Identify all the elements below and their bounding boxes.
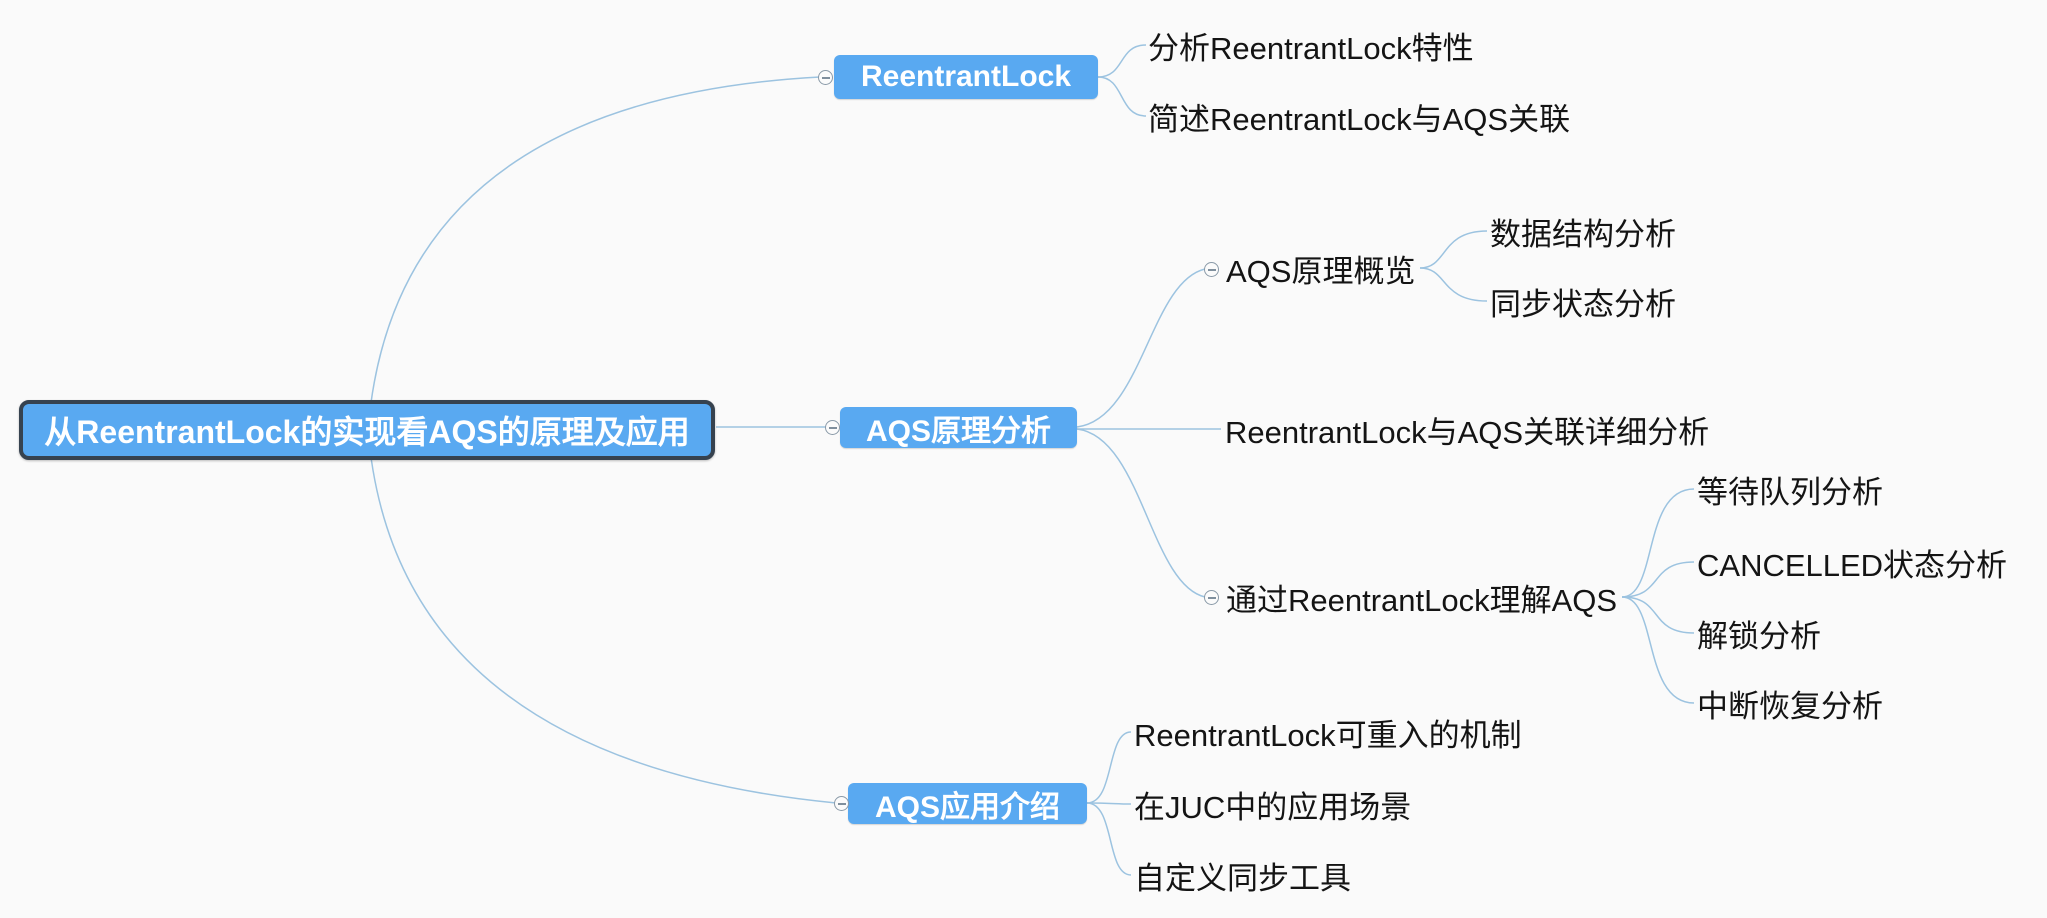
connector-understand-child3 bbox=[1621, 596, 1695, 634]
topic-brief-reentrantlock-aqs-relation[interactable]: 简述ReentrantLock与AQS关联 bbox=[1148, 101, 1571, 137]
branch-aqs-principle[interactable]: AQS原理分析 bbox=[840, 407, 1077, 448]
connector-aqsprinciple-understand bbox=[1076, 428, 1206, 598]
collapse-toggle-understand-aqs[interactable] bbox=[1204, 590, 1219, 605]
topic-cancelled-state-analysis[interactable]: CANCELLED状态分析 bbox=[1697, 547, 2008, 583]
connector-root-aqs-application bbox=[367, 429, 837, 804]
connector-overview-child2 bbox=[1419, 267, 1488, 302]
topic-understand-aqs-via-reentrantlock[interactable]: 通过ReentrantLock理解AQS bbox=[1226, 582, 1618, 618]
connector-understand-child4 bbox=[1621, 596, 1695, 704]
connector-aqsprinciple-overview bbox=[1076, 268, 1206, 428]
collapse-toggle-aqs-overview[interactable] bbox=[1204, 262, 1219, 277]
topic-unlock-analysis[interactable]: 解锁分析 bbox=[1697, 618, 1821, 654]
connector-application-child2 bbox=[1086, 802, 1132, 805]
connector-application-child1 bbox=[1086, 731, 1132, 804]
topic-juc-application-scenarios[interactable]: 在JUC中的应用场景 bbox=[1134, 789, 1412, 825]
minus-icon bbox=[1207, 596, 1216, 599]
branch-reentrantlock[interactable]: ReentrantLock bbox=[834, 55, 1098, 99]
topic-wait-queue-analysis[interactable]: 等待队列分析 bbox=[1697, 474, 1883, 510]
connector-understand-child1 bbox=[1621, 488, 1695, 598]
topic-custom-sync-tools[interactable]: 自定义同步工具 bbox=[1134, 860, 1351, 896]
minus-icon bbox=[837, 802, 846, 805]
topic-analyze-reentrantlock-features[interactable]: 分析ReentrantLock特性 bbox=[1148, 30, 1474, 66]
minus-icon bbox=[821, 76, 830, 79]
connector-application-child3 bbox=[1086, 802, 1132, 876]
minus-icon bbox=[828, 426, 837, 429]
connector-root-reentrantlock bbox=[367, 76, 821, 431]
connector-reentrantlock-child1 bbox=[1097, 44, 1147, 78]
topic-reentrantlock-reentrancy-mechanism[interactable]: ReentrantLock可重入的机制 bbox=[1134, 717, 1522, 753]
collapse-toggle-aqs-application[interactable] bbox=[834, 796, 849, 811]
topic-data-structure-analysis[interactable]: 数据结构分析 bbox=[1490, 216, 1676, 252]
topic-aqs-overview[interactable]: AQS原理概览 bbox=[1226, 253, 1416, 289]
topic-reentrantlock-aqs-detail[interactable]: ReentrantLock与AQS关联详细分析 bbox=[1225, 414, 1710, 450]
topic-interrupt-recovery-analysis[interactable]: 中断恢复分析 bbox=[1697, 688, 1883, 724]
connector-understand-child2 bbox=[1621, 561, 1695, 598]
branch-aqs-application[interactable]: AQS应用介绍 bbox=[848, 783, 1087, 824]
collapse-toggle-aqs-principle[interactable] bbox=[825, 420, 840, 435]
connector-overview-child1 bbox=[1419, 230, 1488, 269]
minus-icon bbox=[1207, 268, 1216, 271]
connector-reentrantlock-child2 bbox=[1097, 76, 1147, 117]
topic-sync-state-analysis[interactable]: 同步状态分析 bbox=[1490, 286, 1676, 322]
root-topic[interactable]: 从ReentrantLock的实现看AQS的原理及应用 bbox=[19, 400, 715, 460]
collapse-toggle-reentrantlock[interactable] bbox=[818, 70, 833, 85]
